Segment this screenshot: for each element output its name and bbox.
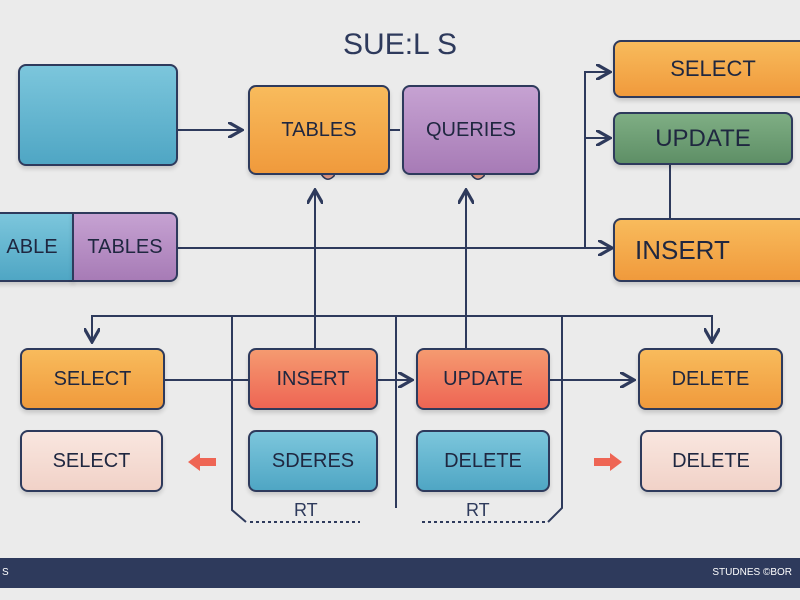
footer-bar: S STUDNES ©BOR xyxy=(0,558,800,588)
delete-box-3: DELETE xyxy=(640,430,782,492)
delete-box-2: DELETE xyxy=(416,430,550,492)
update-box: UPDATE xyxy=(416,348,550,410)
select-right-box: SELECT xyxy=(613,40,800,98)
footer-left-text: S xyxy=(2,567,9,578)
arrow-right-icon xyxy=(594,453,622,471)
insert-box: INSERT xyxy=(248,348,378,410)
able-box: ABLE xyxy=(0,212,74,282)
arrow-left-icon xyxy=(188,453,216,471)
select-box-2: SELECT xyxy=(20,430,163,492)
blank-box xyxy=(18,64,178,166)
rt-label: RT xyxy=(466,500,490,520)
update-right-box: UPDATE xyxy=(613,112,793,165)
select-box: SELECT xyxy=(20,348,165,410)
tables-box: TABLES xyxy=(248,85,390,175)
footer-right-text: STUDNES ©BOR xyxy=(712,567,792,578)
delete-box: DELETE xyxy=(638,348,783,410)
diagram-title: SUE:L S xyxy=(343,28,457,61)
queries-box: QUERIES xyxy=(402,85,540,175)
insert-right-box: INSERT xyxy=(613,218,800,282)
tables-left-box: TABLES xyxy=(72,212,178,282)
sderes-box: SDERES xyxy=(248,430,378,492)
rt-label: RT xyxy=(294,500,318,520)
